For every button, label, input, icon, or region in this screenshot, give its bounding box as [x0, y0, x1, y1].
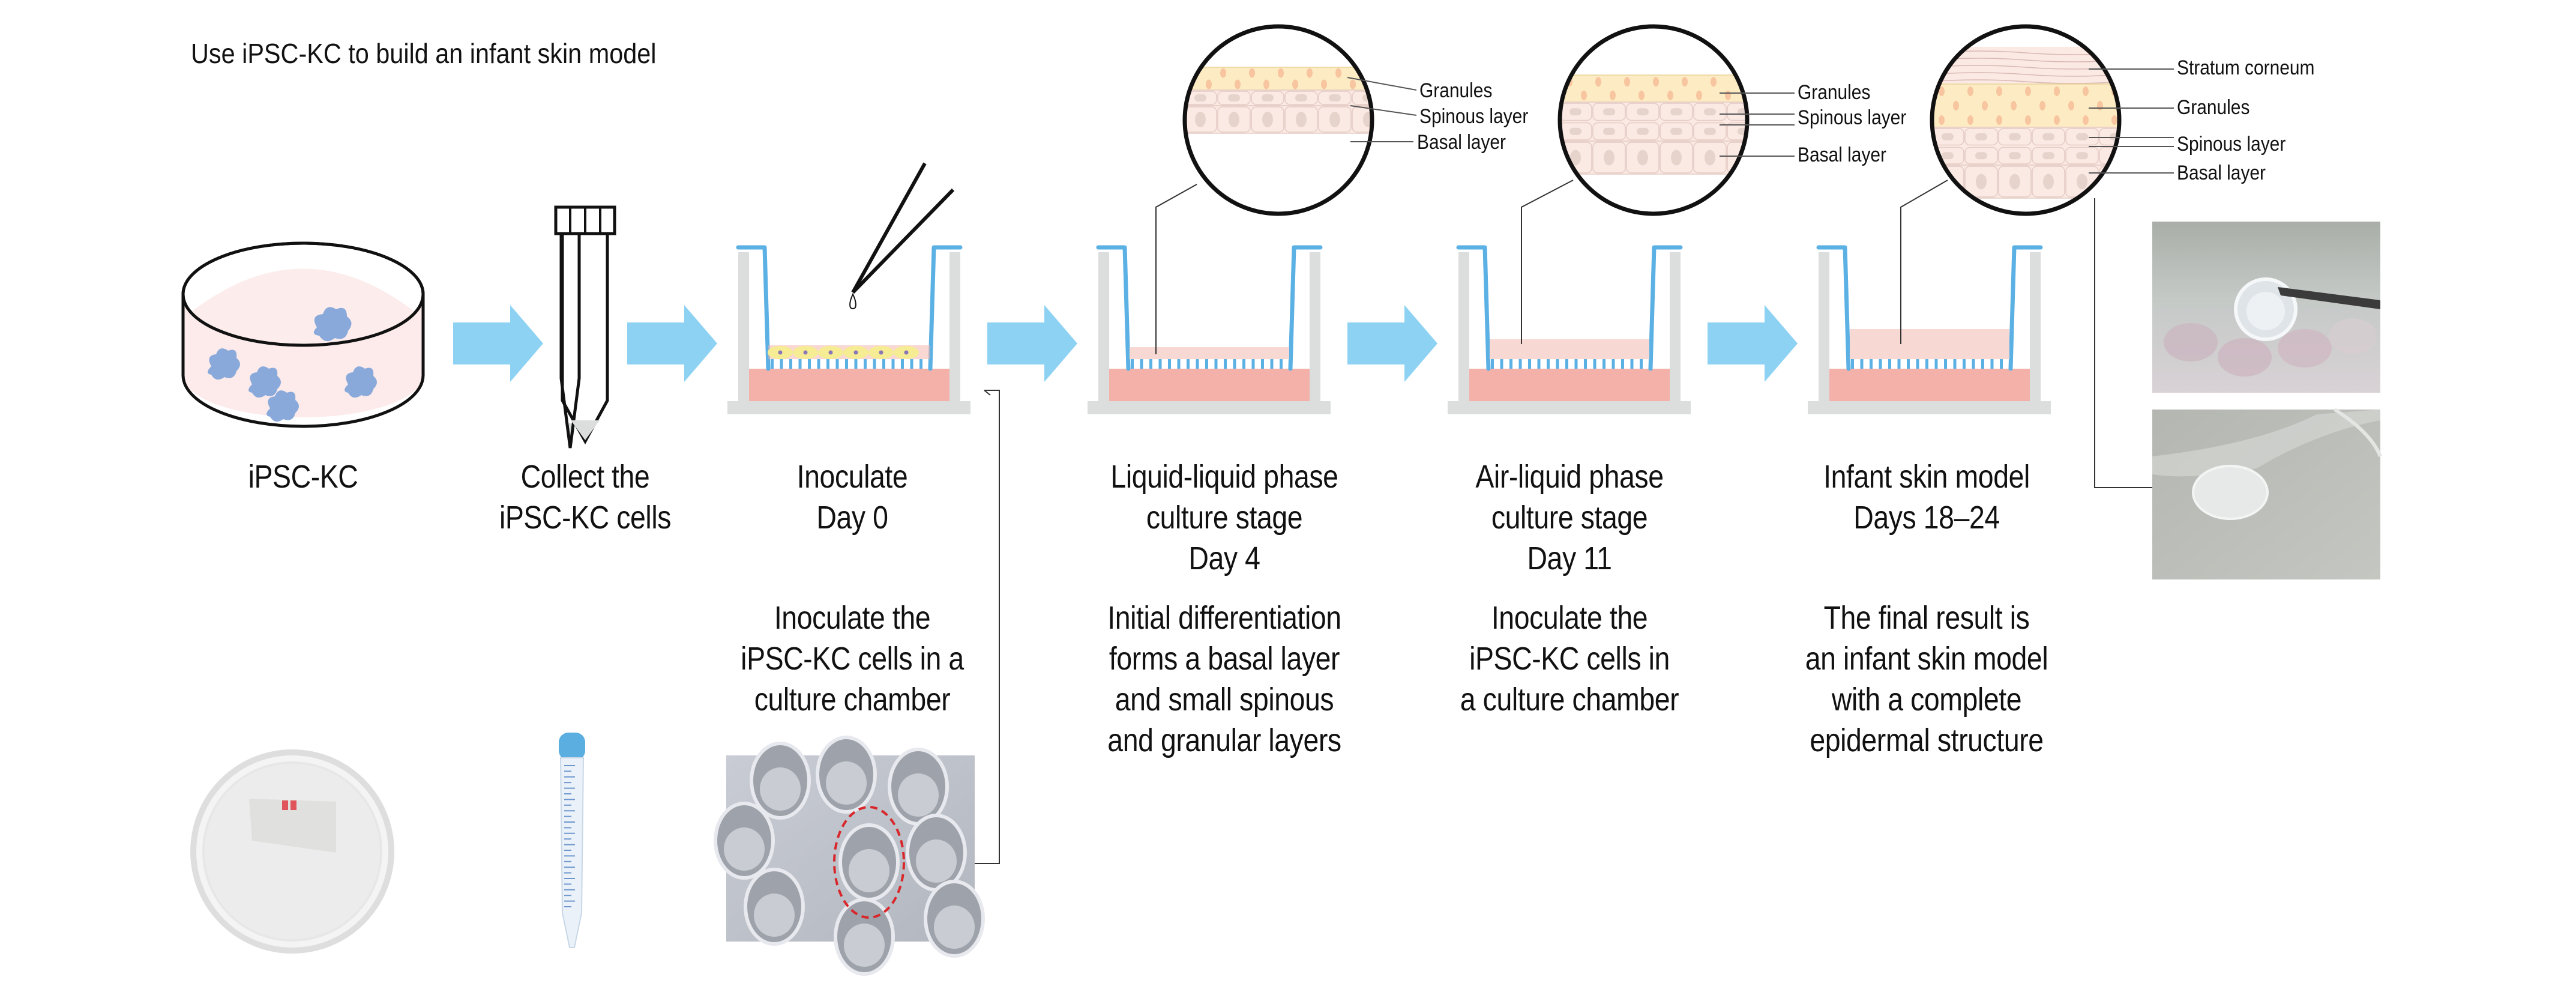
step-label-collect: Collect the iPSC-KC cells	[499, 459, 672, 536]
culture-plate-photo	[714, 736, 985, 976]
magnifier-3-label-granules: Granules	[2177, 96, 2250, 119]
step-label-air-liquid: Air-liquid phase culture stage Day 11	[1475, 459, 1664, 576]
magnifier-1-label-spinous: Spinous layer	[1419, 105, 1529, 128]
arrow-icon-5	[1708, 305, 1798, 382]
nucleus	[879, 350, 883, 355]
magnifier-3-label-spinous: Spinous layer	[2177, 133, 2286, 156]
connector-lines	[954, 180, 2176, 864]
magnifier-1-label-granules: Granules	[1419, 79, 1493, 102]
step-description-liquid-liquid: Initial differentiation forms a basal la…	[1107, 600, 1341, 758]
arrow-icon-4	[1347, 305, 1437, 382]
magnifier-circle-1	[1182, 24, 1374, 216]
skin-model-photo	[2152, 408, 2382, 579]
magnifier-2-label-spinous: Spinous layer	[1798, 106, 1907, 129]
nucleus	[853, 350, 858, 355]
arrow-icon-1	[453, 305, 543, 382]
nucleus	[828, 350, 833, 355]
page-title: Use iPSC-KC to build an infant skin mode…	[191, 38, 657, 69]
step-description-air-liquid: Inoculate the iPSC-KC cells in a culture…	[1460, 600, 1679, 718]
nucleus	[904, 350, 909, 355]
step-description-inoculate: Inoculate the iPSC-KC cells in a culture…	[741, 600, 964, 718]
step-description-infant-skin: The final result is an infant skin model…	[1805, 600, 2048, 758]
magnifier-3-label-stratum-corneum: Stratum corneum	[2177, 56, 2315, 79]
arrows	[453, 305, 1798, 382]
label-leader-lines	[1347, 68, 2174, 174]
step-label-liquid-liquid: Liquid-liquid phase culture stage Day 4	[1110, 459, 1338, 576]
culture-chamber-icon-1	[727, 245, 971, 414]
magnifier-circle-3	[1930, 24, 2122, 216]
magnifier-3-label-basal: Basal layer	[2177, 162, 2266, 184]
magnifier-2-label-basal: Basal layer	[1798, 144, 1887, 166]
magnifier-2-label-granules: Granules	[1798, 81, 1871, 104]
culture-chamber-icon-3	[1448, 245, 1691, 414]
culture-dish-photo	[190, 749, 394, 954]
petri-dish-icon	[181, 241, 425, 428]
arrow-icon-3	[987, 305, 1077, 382]
nucleus	[778, 350, 783, 355]
centrifuge-tube-icon	[554, 205, 616, 449]
step-label-inoculate: Inoculate Day 0	[796, 459, 908, 536]
culture-chamber-icon-4	[1808, 245, 2051, 414]
insert-forceps-photo	[2152, 222, 2380, 393]
step-label-ipsc-kc: iPSC-KC	[248, 459, 358, 495]
nucleus	[803, 350, 808, 355]
culture-chamber-icon-2	[1088, 245, 1331, 414]
pipette-icon	[849, 162, 955, 309]
step-label-infant-skin: Infant skin model Days 18–24	[1823, 459, 2030, 536]
arrow-icon-2	[627, 305, 717, 382]
magnifier-circle-2	[1557, 24, 1750, 216]
cell-colonies	[208, 307, 377, 422]
centrifuge-tube-photo	[559, 733, 585, 948]
magnifier-1-label-basal: Basal layer	[1417, 131, 1506, 154]
